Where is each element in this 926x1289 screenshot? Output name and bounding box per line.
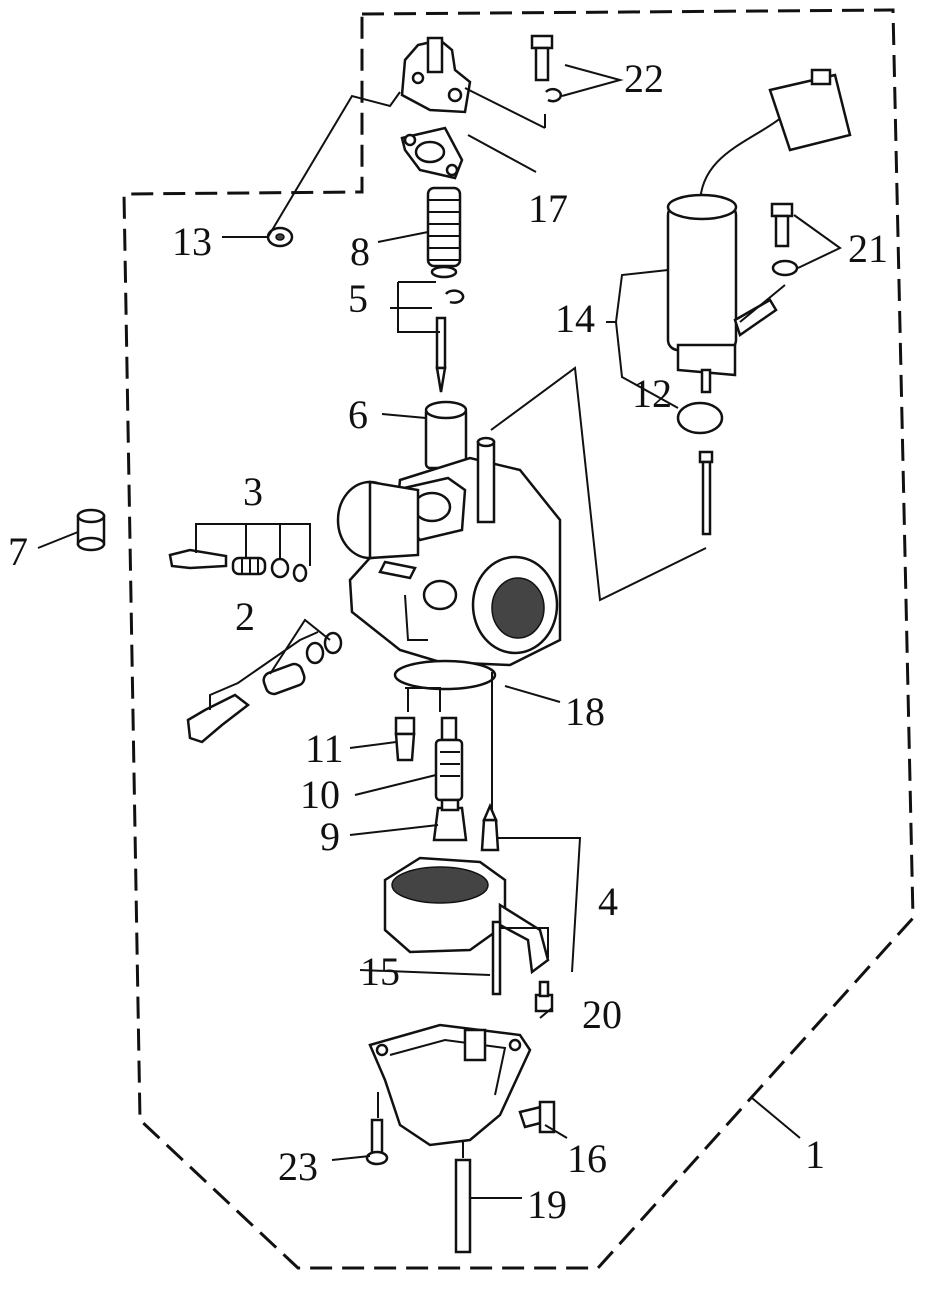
callout-13: 13 — [172, 219, 212, 264]
callout-2: 2 — [235, 594, 255, 639]
overflow-tube — [454, 1158, 472, 1254]
callout-5: 5 — [348, 276, 368, 321]
pilot-jet — [394, 716, 416, 762]
cap-gasket — [400, 126, 464, 180]
choke-o-ring — [676, 401, 724, 435]
float-chamber — [368, 1023, 532, 1147]
needle-washer — [430, 265, 458, 279]
throttle-spring — [426, 186, 462, 268]
callout-12: 12 — [632, 371, 672, 416]
callout-22: 22 — [624, 56, 664, 101]
callout-3: 3 — [243, 469, 263, 514]
float-needle-valve — [480, 802, 500, 852]
assembly-boundary — [122, 8, 915, 1270]
stop-screw-spring — [262, 662, 306, 696]
callout-10: 10 — [300, 772, 340, 817]
callout-6: 6 — [348, 392, 368, 437]
callout-16: 16 — [567, 1136, 607, 1181]
needle-clip — [444, 289, 465, 304]
carb-cap — [400, 36, 472, 114]
callout-1: 1 — [805, 1132, 825, 1177]
jet-needle — [435, 316, 447, 393]
auto-choke — [666, 68, 852, 394]
callout-19: 19 — [527, 1182, 567, 1227]
choke-screw — [770, 202, 794, 248]
callout-17: 17 — [528, 186, 568, 231]
callout-18: 18 — [565, 689, 605, 734]
chamber-screw-23 — [365, 1118, 389, 1166]
float-chamber-screw-20 — [534, 980, 554, 1013]
callout-21: 21 — [848, 226, 888, 271]
callout-15: 15 — [360, 949, 400, 994]
choke-plunger-pin — [698, 450, 714, 536]
callout-14: 14 — [555, 296, 595, 341]
float — [383, 856, 550, 975]
needle-jet — [434, 716, 464, 802]
cap-screw — [530, 34, 554, 82]
carburetor-body — [336, 436, 562, 691]
cap-washer — [545, 87, 563, 103]
callout-8: 8 — [350, 229, 370, 274]
drain-screw — [518, 1100, 556, 1134]
choke-washer — [771, 259, 799, 277]
mixture-spring — [231, 556, 267, 576]
filter-cap — [76, 508, 106, 552]
callout-23: 23 — [278, 1144, 318, 1189]
callout-9: 9 — [320, 814, 340, 859]
float-pin — [491, 920, 502, 996]
mixture-screw-set — [168, 548, 308, 583]
throttle-valve — [424, 400, 468, 470]
callout-11: 11 — [305, 726, 344, 771]
callout-20: 20 — [582, 992, 622, 1037]
main-jet — [432, 798, 468, 842]
callout-7: 7 — [8, 529, 28, 574]
callout-4: 4 — [598, 879, 618, 924]
